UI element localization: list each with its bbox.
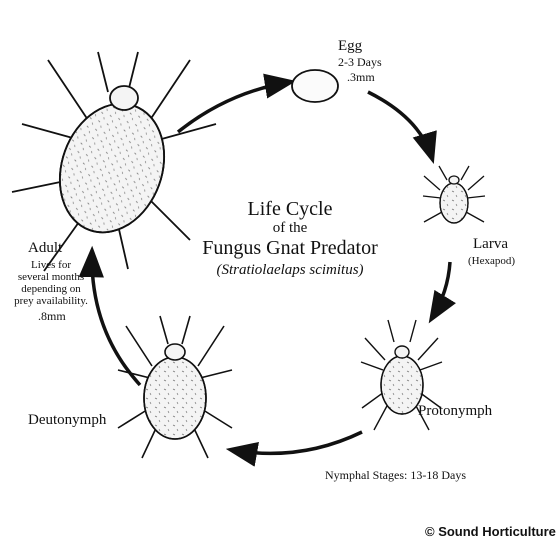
egg-illustration bbox=[292, 70, 338, 102]
diagram-title: Life Cycle of the Fungus Gnat Predator (… bbox=[160, 198, 420, 281]
larva-note: (Hexapod) bbox=[468, 255, 515, 267]
title-line-3: Fungus Gnat Predator bbox=[160, 237, 420, 259]
adult-note-line: several months bbox=[2, 271, 100, 283]
arrow-egg-to-larva bbox=[368, 92, 432, 158]
title-line-2: of the bbox=[160, 220, 420, 237]
egg-size: .3mm bbox=[347, 70, 375, 85]
egg-label: Egg bbox=[338, 38, 362, 55]
adult-lifespan-note: Lives for several months depending on pr… bbox=[2, 259, 100, 307]
adult-label: Adult bbox=[28, 240, 62, 257]
deutonymph-illustration bbox=[118, 316, 232, 458]
copyright-notice: © Sound Horticulture bbox=[425, 524, 556, 539]
nymphal-stages-note: Nymphal Stages: 13-18 Days bbox=[325, 468, 466, 483]
adult-size: .8mm bbox=[38, 309, 66, 324]
protonymph-label: Protonymph bbox=[418, 403, 492, 420]
adult-note-line: Lives for bbox=[2, 259, 100, 271]
larva-label: Larva bbox=[473, 236, 508, 253]
larva-illustration bbox=[423, 166, 485, 223]
arrow-protonymph-to-deutonymph bbox=[232, 432, 362, 453]
scientific-name: (Stratiolaelaps scimitus) bbox=[160, 259, 420, 281]
arrow-adult-to-egg bbox=[178, 82, 290, 132]
title-line-1: Life Cycle bbox=[160, 198, 420, 220]
deutonymph-label: Deutonymph bbox=[28, 412, 106, 429]
arrow-larva-to-protonymph bbox=[432, 262, 450, 318]
adult-note-line: prey availability. bbox=[2, 295, 100, 307]
egg-duration: 2-3 Days bbox=[338, 55, 382, 70]
adult-note-line: depending on bbox=[2, 283, 100, 295]
